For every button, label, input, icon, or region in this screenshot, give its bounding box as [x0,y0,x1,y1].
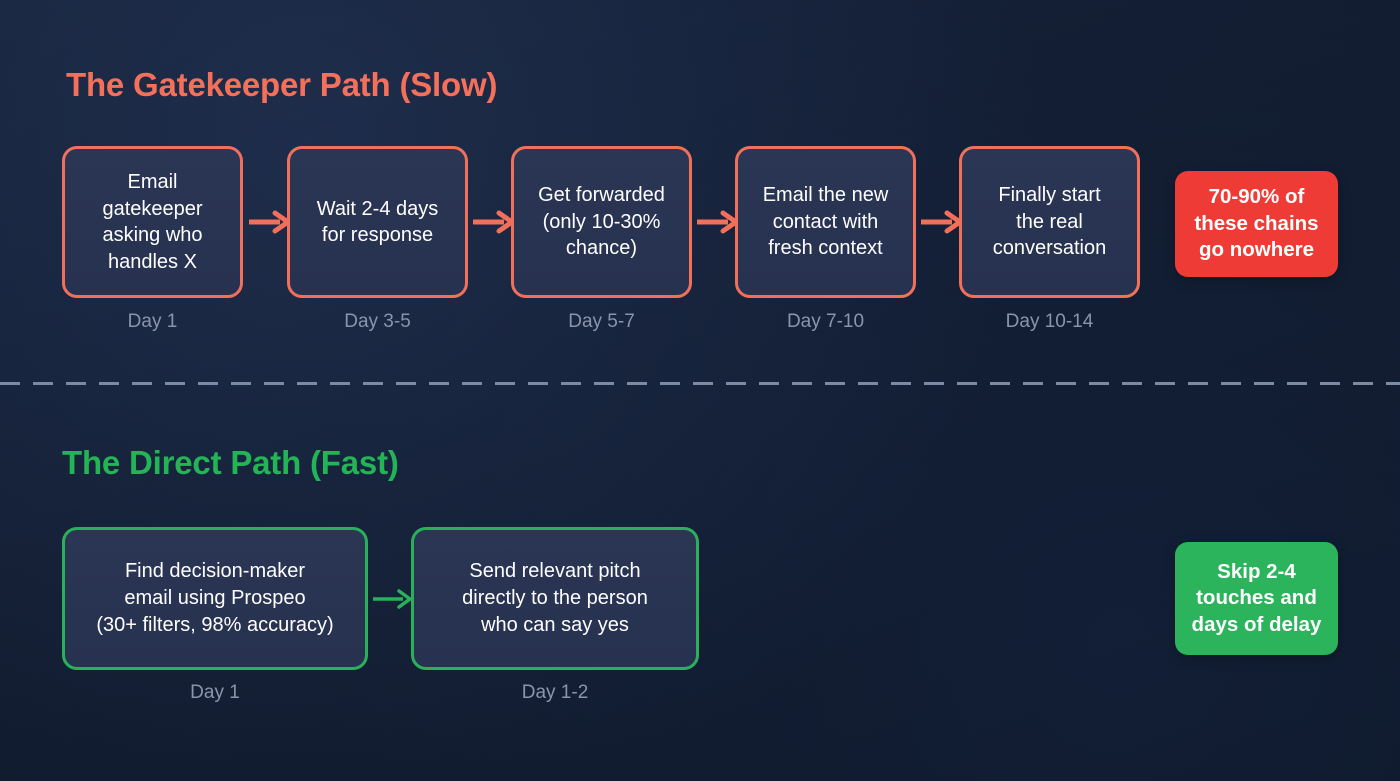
outcome-badge-label: 70-90% of these chains go nowhere [1194,185,1319,262]
step-node-label: Email the new contact with fresh context [762,184,889,260]
step-node-direct-2[interactable]: Send relevant pitch directly to the pers… [411,527,699,670]
section-divider [0,382,1400,385]
step-node-label: Find decision-maker email using Prospeo … [96,560,334,636]
step-day-caption-direct-2: Day 1-2 [521,682,589,703]
step-day-caption-gatekeeper-5: Day 10-14 [1005,311,1094,332]
outcome-badge-label: Skip 2-4 touches and days of delay [1191,559,1322,636]
section-title-direct-path: The Direct Path (Fast) [62,444,399,481]
step-node-label: Send relevant pitch directly to the pers… [462,560,648,636]
outcome-badge-direct: Skip 2-4 touches and days of delay [1175,542,1338,655]
step-day-caption-gatekeeper-3: Day 5-7 [568,311,635,332]
step-node-gatekeeper-1[interactable]: Email gatekeeper asking who handles X [62,146,243,298]
step-node-label: Wait 2-4 days for response [316,197,439,247]
step-node-gatekeeper-3[interactable]: Get forwarded (only 10-30% chance) [511,146,692,298]
step-day-caption-gatekeeper-4: Day 7-10 [786,311,865,332]
step-node-gatekeeper-2[interactable]: Wait 2-4 days for response [287,146,468,298]
step-node-label: Email gatekeeper asking who handles X [102,171,203,273]
step-node-label: Finally start the real conversation [992,184,1107,260]
outcome-badge-gatekeeper: 70-90% of these chains go nowhere [1175,171,1338,277]
arrow-icon-direct-1 [373,589,412,609]
step-node-label: Get forwarded (only 10-30% chance) [538,184,665,260]
section-title-gatekeeper-path: The Gatekeeper Path (Slow) [66,66,498,103]
arrow-icon-gatekeeper-3 [697,210,739,234]
arrow-icon-gatekeeper-1 [249,210,291,234]
step-day-caption-gatekeeper-2: Day 3-5 [344,311,411,332]
arrow-icon-gatekeeper-2 [473,210,515,234]
step-node-gatekeeper-4[interactable]: Email the new contact with fresh context [735,146,916,298]
arrow-icon-gatekeeper-4 [921,210,963,234]
step-node-direct-1[interactable]: Find decision-maker email using Prospeo … [62,527,368,670]
step-day-caption-direct-1: Day 1 [190,682,240,703]
step-day-caption-gatekeeper-1: Day 1 [127,311,178,332]
step-node-gatekeeper-5[interactable]: Finally start the real conversation [959,146,1140,298]
